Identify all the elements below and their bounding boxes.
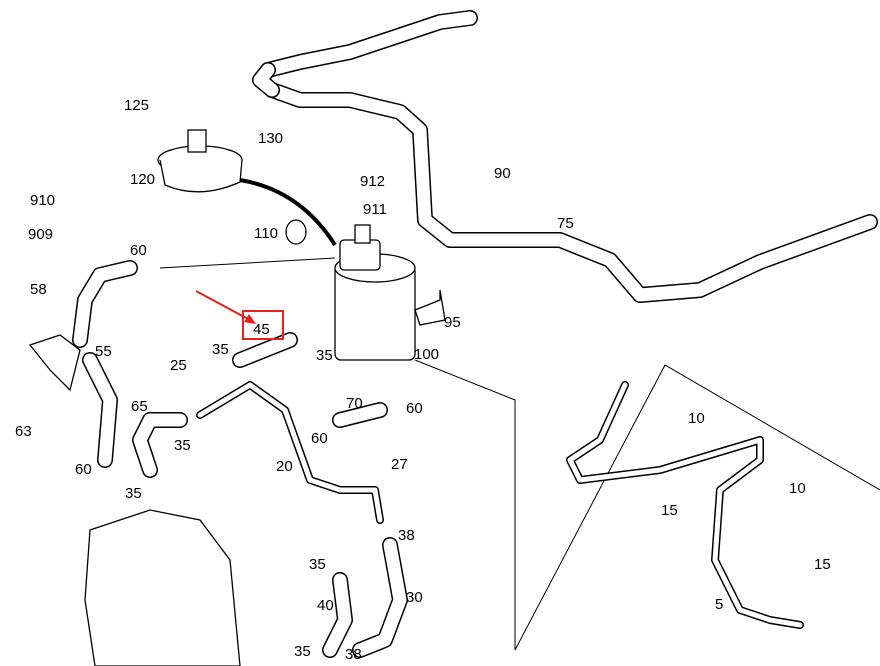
callout-125: 125: [124, 97, 149, 114]
callout-30: 30: [406, 589, 423, 606]
fuel-filter-100: [334, 224, 416, 361]
callout-95: 95: [444, 314, 461, 331]
fuel-line-75: [252, 10, 878, 303]
callout-910: 910: [30, 192, 55, 209]
callout-60: 60: [406, 400, 423, 417]
callout-35: 35: [212, 341, 229, 358]
callout-90: 90: [494, 165, 511, 182]
callout-912: 912: [360, 173, 385, 190]
callout-60: 60: [130, 242, 147, 259]
pipe-20: [196, 381, 384, 524]
callout-27: 27: [391, 456, 408, 473]
callout-110: 110: [254, 225, 278, 242]
bracket-55: [28, 334, 81, 392]
callout-38: 38: [398, 527, 415, 544]
callout-75: 75: [557, 215, 574, 232]
install-arrow: [239, 178, 337, 247]
callout-63: 63: [15, 423, 32, 440]
callout-100: 100: [414, 346, 439, 363]
callout-10: 10: [789, 480, 806, 497]
seal-110: [285, 219, 307, 245]
callout-130: 130: [258, 130, 283, 147]
callout-35: 35: [174, 437, 191, 454]
callout-20: 20: [276, 458, 293, 475]
callout-45: 45: [253, 321, 270, 338]
callout-38: 38: [345, 646, 362, 663]
bracket-95: [414, 289, 446, 326]
highlight-arrowhead: [244, 314, 256, 324]
callout-911: 911: [363, 201, 387, 218]
hoses-left: [72, 260, 408, 658]
callout-55: 55: [95, 343, 112, 360]
callout-10: 10: [688, 410, 705, 427]
callout-5: 5: [715, 596, 723, 613]
clamp-ring-120: [157, 129, 243, 193]
detail-inset: [414, 359, 880, 651]
callout-15: 15: [661, 502, 678, 519]
callout-40: 40: [317, 597, 334, 614]
callout-65: 65: [131, 398, 148, 415]
highlight-box: [242, 310, 284, 340]
callout-60: 60: [75, 461, 92, 478]
callout-909: 909: [28, 226, 53, 243]
callout-35: 35: [309, 556, 326, 573]
callout-60: 60: [311, 430, 328, 447]
callout-58: 58: [30, 281, 47, 298]
highlight-arrow: [195, 290, 251, 321]
callout-25: 25: [170, 357, 187, 374]
callout-15: 15: [814, 556, 831, 573]
callout-35: 35: [294, 643, 311, 660]
callout-70: 70: [346, 395, 363, 412]
callout-120: 120: [130, 171, 155, 188]
high-pressure-pump: [84, 509, 241, 666]
callout-35: 35: [316, 347, 333, 364]
callout-labels: 125 130 120 910 909 912 911 90 110 60 75…: [15, 97, 831, 663]
callout-35: 35: [125, 485, 142, 502]
